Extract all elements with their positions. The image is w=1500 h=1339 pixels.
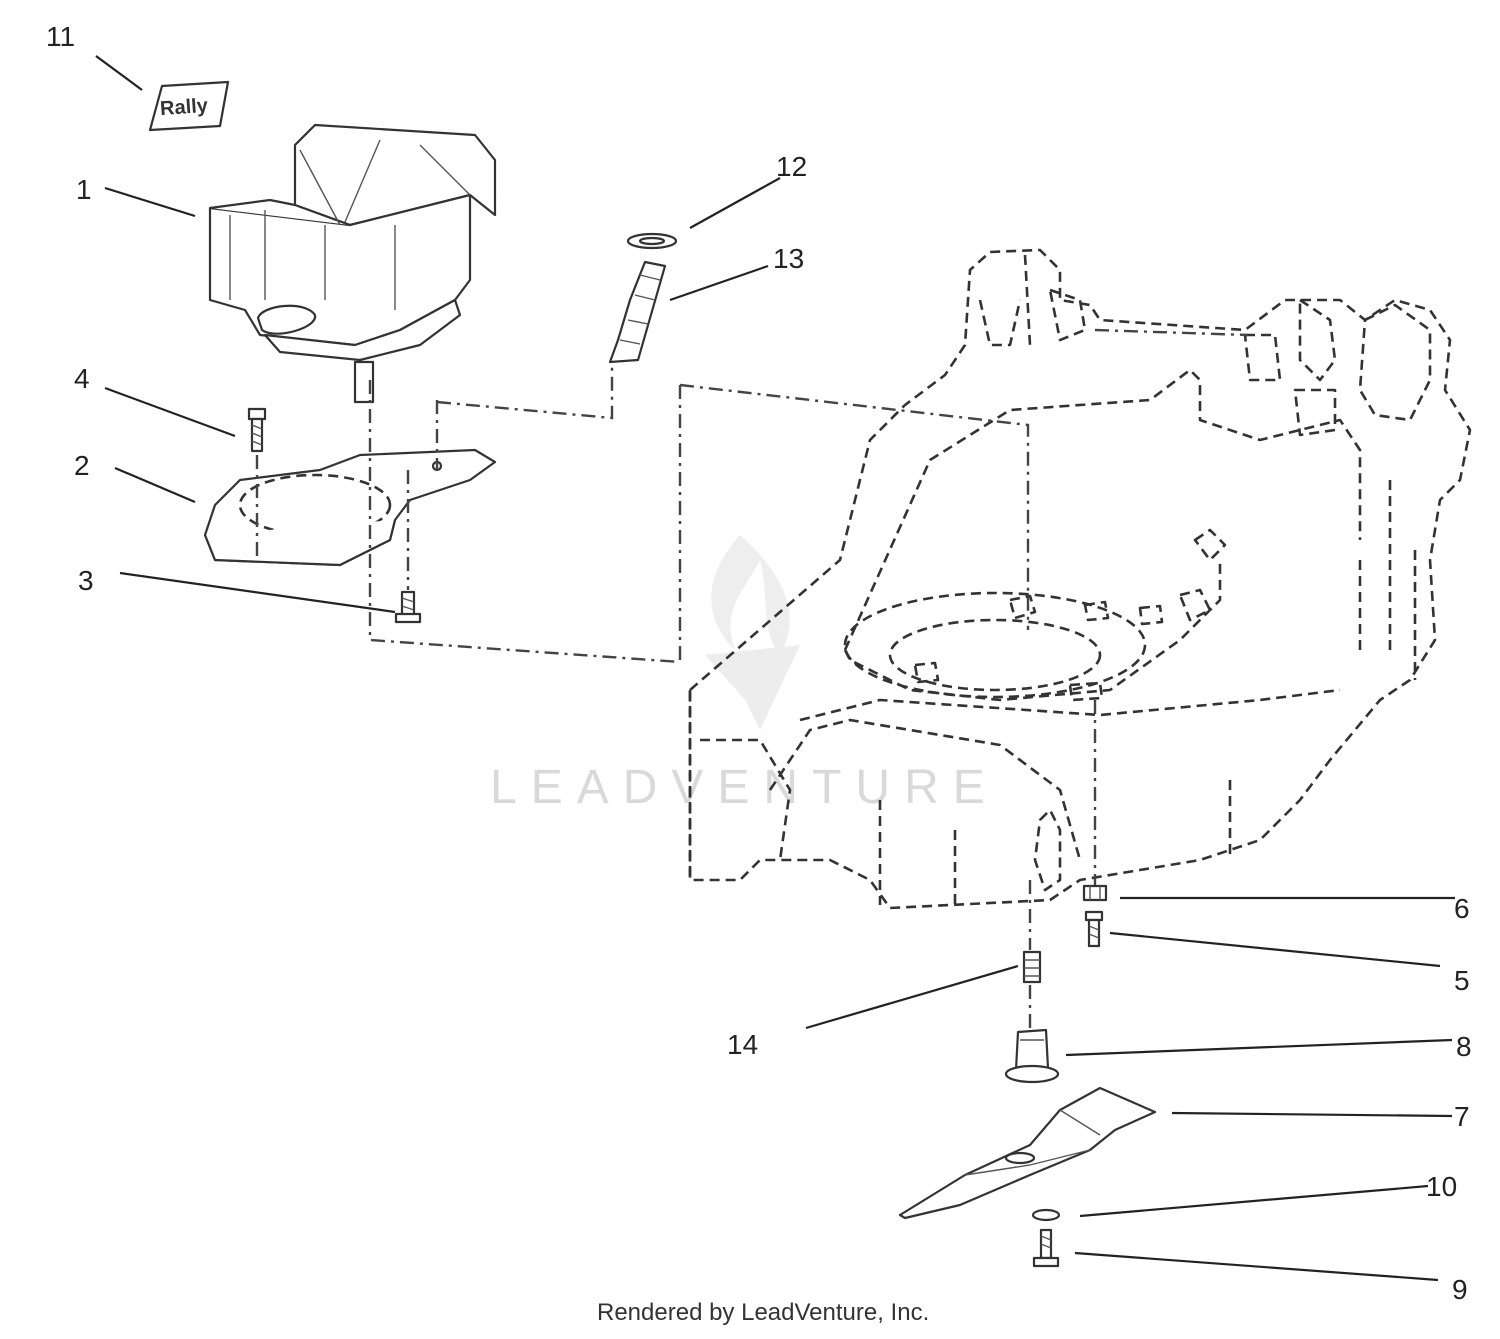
part-8-blade-adapter[interactable] — [1004, 1028, 1060, 1084]
callouts: 1 2 3 4 5 6 7 8 9 10 11 12 13 14 — [46, 21, 1472, 1305]
callout-13[interactable]: 13 — [773, 243, 804, 274]
callout-11[interactable]: 11 — [46, 21, 75, 52]
callout-3[interactable]: 3 — [78, 565, 94, 596]
watermark: LEADVENTURE — [490, 535, 999, 814]
part-6-nut[interactable] — [1082, 884, 1108, 902]
callout-4[interactable]: 4 — [74, 363, 90, 394]
part-5-bolt[interactable] — [1084, 910, 1104, 948]
part-7-blade[interactable] — [898, 1086, 1157, 1220]
callout-12[interactable]: 12 — [776, 151, 807, 182]
callout-1[interactable]: 1 — [76, 174, 92, 205]
part-12-washer[interactable] — [626, 232, 678, 250]
part-14-key[interactable] — [1022, 950, 1042, 984]
callout-7[interactable]: 7 — [1454, 1101, 1470, 1132]
callout-9[interactable]: 9 — [1452, 1274, 1468, 1305]
callout-5[interactable]: 5 — [1454, 965, 1470, 996]
callout-6[interactable]: 6 — [1454, 893, 1470, 924]
part-4-screw[interactable] — [247, 407, 267, 453]
leadventure-flame-icon — [705, 535, 800, 730]
callout-14[interactable]: 14 — [727, 1029, 758, 1060]
part-2-deflector[interactable] — [203, 448, 497, 567]
callout-8[interactable]: 8 — [1456, 1031, 1472, 1062]
part-10-lock-washer[interactable] — [1031, 1208, 1061, 1222]
assembly-lines — [255, 328, 1249, 1030]
watermark-text: LEADVENTURE — [490, 761, 999, 814]
footer-credit: Rendered by LeadVenture, Inc. — [597, 1299, 929, 1326]
part-11-logo-decal[interactable]: Rally — [148, 80, 230, 132]
logo-decal-text: Rally — [159, 95, 209, 120]
callout-10[interactable]: 10 — [1426, 1171, 1457, 1202]
part-13-link[interactable] — [608, 260, 667, 364]
part-3-screw[interactable] — [394, 590, 422, 624]
callout-2[interactable]: 2 — [74, 450, 90, 481]
part-1-engine[interactable] — [208, 123, 497, 404]
leader-lines — [95, 55, 1455, 1282]
mower-deck — [688, 248, 1472, 910]
part-9-blade-bolt[interactable] — [1032, 1228, 1060, 1268]
